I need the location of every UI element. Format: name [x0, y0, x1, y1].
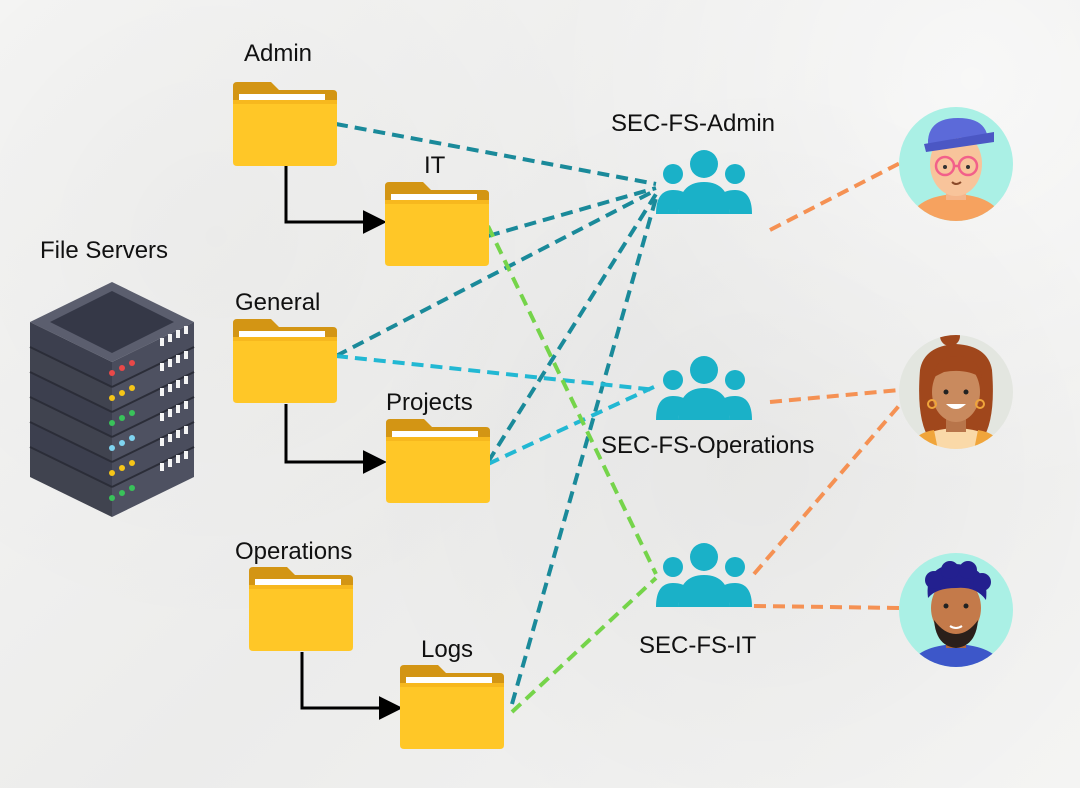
operations-group-connections [335, 354, 657, 466]
folder-label-projects: Projects [386, 389, 473, 416]
server-label: File Servers [40, 237, 169, 264]
group-label-it: SEC-FS-IT [639, 632, 757, 659]
folder-label-it: IT [424, 152, 446, 179]
line-it-group-to-user-2 [752, 398, 906, 576]
line-projects-folder-to-admin-group [486, 192, 658, 464]
folder-icon-logs [400, 665, 504, 749]
it-group-connections [486, 225, 658, 714]
folder-label-general: General [235, 289, 321, 316]
admin-group-connections [335, 122, 658, 705]
user-group-icon-it [656, 543, 752, 607]
user-avatar-icon-1 [899, 107, 1013, 221]
line-logs-folder-to-admin-group [510, 197, 658, 705]
line-general-folder-to-operations-group [335, 354, 657, 392]
folder-label-operations: Operations [235, 538, 353, 565]
line-admin-folder-to-admin-group [335, 122, 657, 186]
line-it-group-to-user-3 [753, 604, 903, 610]
line-admin-group-to-user-1 [769, 160, 903, 232]
server-status-lights [109, 360, 135, 501]
folder-icon-projects [386, 419, 490, 503]
server-icon [29, 282, 195, 517]
line-operations-group-to-user-2 [769, 388, 901, 404]
group-label-admin: SEC-FS-Admin [611, 110, 776, 137]
line-general-folder-to-admin-group [335, 188, 657, 358]
folder-icon-general [233, 319, 337, 403]
user-connections [752, 160, 906, 610]
folder-icon-it [385, 182, 489, 266]
arrow-operations-to-logs [300, 652, 403, 720]
user-group-icon-operations [656, 356, 752, 420]
line-logs-folder-to-it-group [510, 576, 658, 714]
folder-label-admin: Admin [244, 40, 313, 67]
folder-hierarchy [284, 166, 403, 720]
user-avatar-icon-3 [899, 553, 1013, 667]
group-label-operations: SEC-FS-Operations [601, 432, 815, 459]
folder-icon-operations [249, 567, 353, 651]
user-group-icon-admin [656, 150, 752, 214]
line-it-folder-to-it-group [486, 225, 658, 575]
user-avatar-icon-2 [899, 335, 1013, 449]
arrow-admin-to-it [284, 166, 387, 234]
arrow-general-to-projects [284, 404, 387, 474]
folder-icon-admin [233, 82, 337, 166]
folder-label-logs: Logs [421, 636, 474, 663]
line-it-folder-to-admin-group [487, 186, 657, 238]
line-projects-folder-to-operations-group [487, 384, 657, 466]
